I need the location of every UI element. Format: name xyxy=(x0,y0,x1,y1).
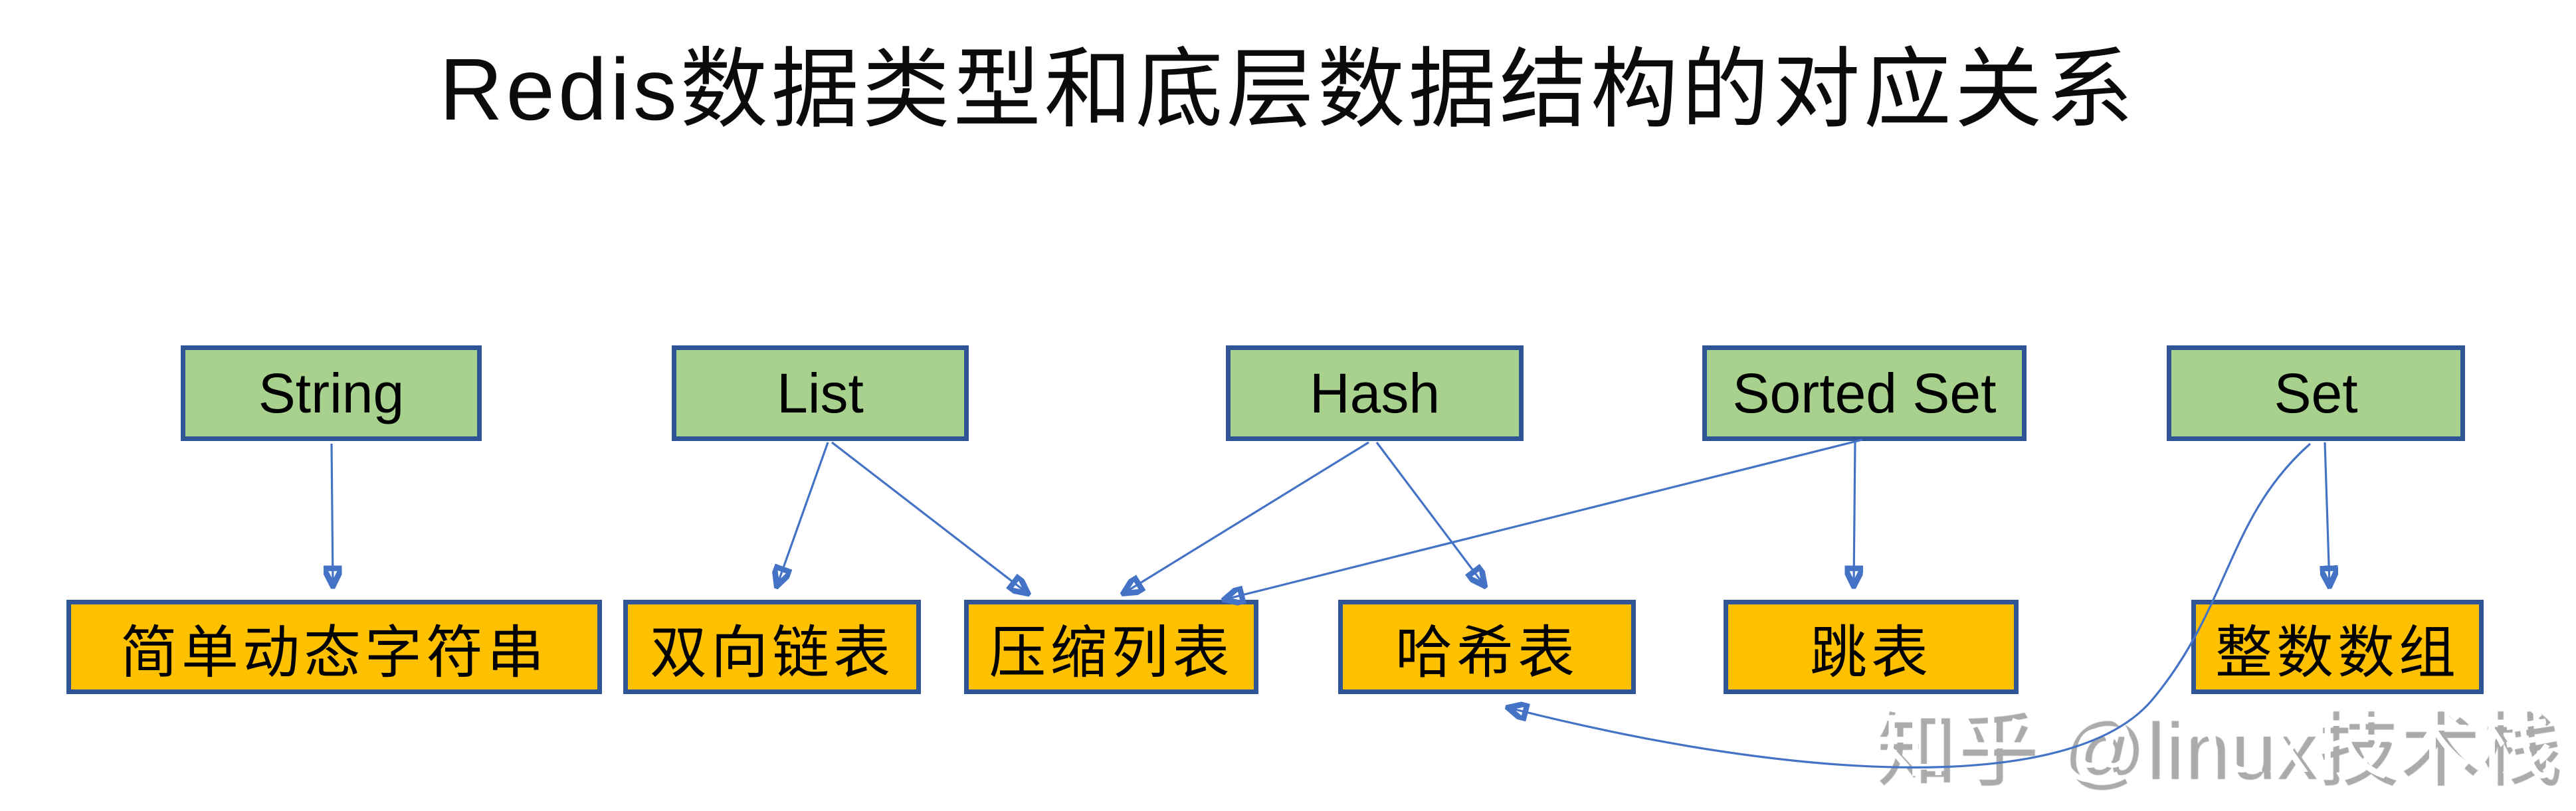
data-structure-label: 压缩列表 xyxy=(989,620,1234,685)
watermark: 知乎 @linux技术栈 xyxy=(1868,699,2556,789)
data-type-box-list: List xyxy=(672,345,969,441)
arrow-sorted-set-to-ziplist xyxy=(1226,438,1863,599)
data-structure-box-sds: 简单动态字符串 xyxy=(66,600,602,694)
arrow-hash-to-ziplist xyxy=(1125,441,1369,592)
data-structure-label: 整数数组 xyxy=(2215,620,2460,685)
data-type-box-sorted-set: Sorted Set xyxy=(1702,345,2027,441)
arrow-set-to-integer-array xyxy=(2325,442,2329,585)
arrow-sorted-set-to-skip-list xyxy=(1854,442,1855,585)
data-structure-box-ziplist: 压缩列表 xyxy=(964,600,1258,694)
data-structure-label: 跳表 xyxy=(1810,620,1932,685)
arrow-list-to-ziplist xyxy=(831,441,1027,592)
data-type-label: String xyxy=(258,361,405,424)
data-type-box-hash: Hash xyxy=(1226,345,1524,441)
data-structure-label: 双向链表 xyxy=(650,620,894,685)
diagram-title: Redis数据类型和底层数据结构的对应关系 xyxy=(439,41,2137,138)
arrow-hash-to-hash-table xyxy=(1375,442,1484,585)
data-type-box-string: String xyxy=(181,345,482,441)
data-structure-label: 哈希表 xyxy=(1395,620,1579,685)
arrow-list-to-doubly-linked-list xyxy=(777,442,829,585)
data-type-label: Hash xyxy=(1309,361,1440,424)
data-structure-box-hash-table: 哈希表 xyxy=(1338,600,1636,694)
data-structure-label: 简单动态字符串 xyxy=(120,620,548,685)
data-type-box-set: Set xyxy=(2167,345,2465,441)
data-structure-box-doubly-linked-list: 双向链表 xyxy=(623,600,921,694)
arrow-string-to-sds xyxy=(332,443,333,585)
data-type-label: Sorted Set xyxy=(1732,361,1997,424)
data-type-label: List xyxy=(777,361,864,424)
data-type-label: Set xyxy=(2274,361,2358,424)
